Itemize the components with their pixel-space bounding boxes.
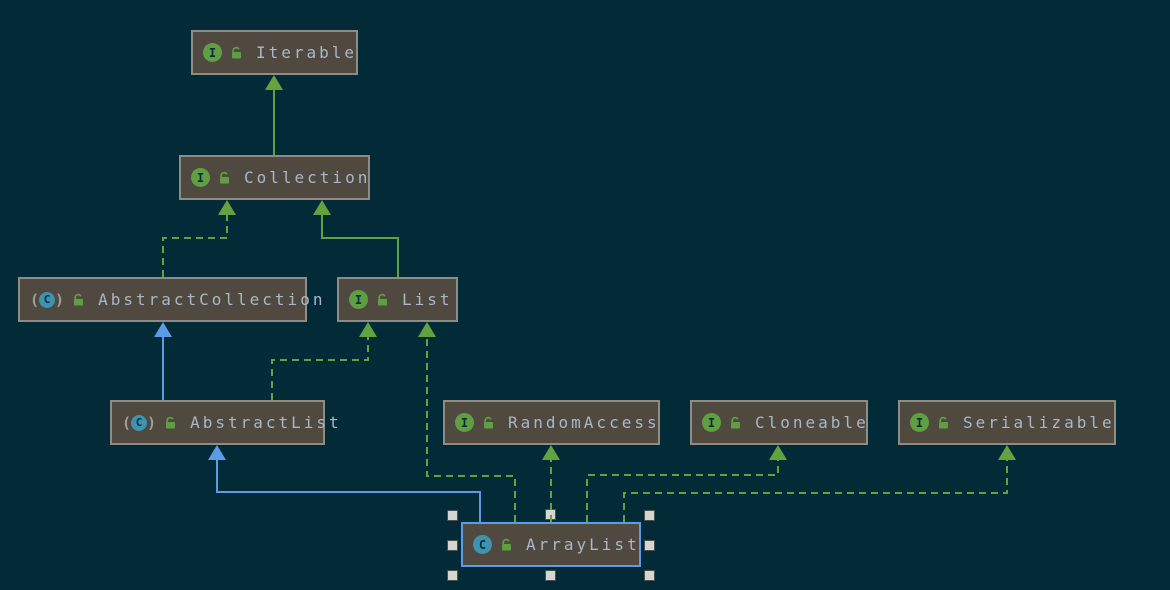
node-label: AbstractCollection: [98, 290, 326, 309]
abstract-class-icon: (: [30, 290, 40, 309]
public-lock-icon: [220, 171, 229, 184]
node-serializable[interactable]: I Serializable: [898, 400, 1116, 445]
node-abstractcollection[interactable]: ( C ) AbstractCollection: [18, 277, 322, 322]
node-label: Iterable: [256, 43, 358, 62]
edge-abstractlist-extends-abstractcollection[interactable]: [154, 322, 172, 400]
interface-icon: I: [455, 413, 474, 432]
node-label: RandomAccess: [508, 413, 660, 432]
node-label: Serializable: [963, 413, 1115, 432]
node-label: Cloneable: [755, 413, 869, 432]
node-randomaccess[interactable]: I RandomAccess: [443, 400, 660, 445]
selection-handle-bottom-left[interactable]: [447, 570, 458, 581]
public-lock-icon: [939, 416, 948, 429]
selection-handle-bottom-middle[interactable]: [545, 570, 556, 581]
public-lock-icon: [484, 416, 493, 429]
edge-arraylist-implements-list[interactable]: [418, 322, 516, 522]
node-label: AbstractList: [190, 413, 342, 432]
node-label: ArrayList: [526, 535, 640, 554]
edge-list-extends-collection[interactable]: [313, 200, 399, 277]
public-lock-icon: [74, 293, 84, 306]
selection-handle-bottom-right[interactable]: [644, 570, 655, 581]
edge-collection-extends-iterable[interactable]: [265, 75, 283, 155]
edge-arraylist-implements-serializable[interactable]: [623, 445, 1016, 522]
interface-icon: I: [349, 290, 368, 309]
selection-handle-middle-right[interactable]: [644, 540, 655, 551]
selection-handle-top-left[interactable]: [447, 510, 458, 521]
interface-icon: I: [191, 168, 210, 187]
node-abstractlist[interactable]: ( C ) AbstractList: [110, 400, 339, 445]
node-list[interactable]: I List: [337, 277, 458, 322]
node-arraylist[interactable]: C ArrayList: [461, 522, 641, 567]
selection-handle-top-middle[interactable]: [545, 509, 556, 520]
public-lock-icon: [166, 416, 176, 429]
abstract-class-icon: (: [122, 413, 132, 432]
interface-icon: I: [702, 413, 721, 432]
interface-icon: I: [910, 413, 929, 432]
edge-abstractlist-implements-list[interactable]: [271, 322, 377, 400]
public-lock-icon: [502, 538, 511, 551]
node-label: List: [402, 290, 453, 309]
selection-handle-middle-left[interactable]: [447, 540, 458, 551]
node-label: Collection: [244, 168, 371, 187]
class-icon: C: [131, 414, 148, 431]
public-lock-icon: [378, 293, 387, 306]
abstract-class-icon: ): [55, 290, 65, 309]
public-lock-icon: [232, 46, 241, 59]
selection-handle-top-right[interactable]: [644, 510, 655, 521]
class-icon: C: [39, 291, 56, 308]
edge-arraylist-implements-randomaccess[interactable]: [542, 445, 560, 522]
edge-abstractcollection-implements-collection[interactable]: [162, 200, 236, 277]
node-collection[interactable]: I Collection: [179, 155, 370, 200]
abstract-class-icon: ): [147, 413, 157, 432]
node-cloneable[interactable]: I Cloneable: [690, 400, 868, 445]
class-icon: C: [473, 535, 492, 554]
interface-icon: I: [203, 43, 222, 62]
edge-arraylist-extends-abstractlist[interactable]: [208, 445, 481, 522]
node-iterable[interactable]: I Iterable: [191, 30, 358, 75]
public-lock-icon: [731, 416, 740, 429]
edge-arraylist-implements-cloneable[interactable]: [586, 445, 787, 522]
